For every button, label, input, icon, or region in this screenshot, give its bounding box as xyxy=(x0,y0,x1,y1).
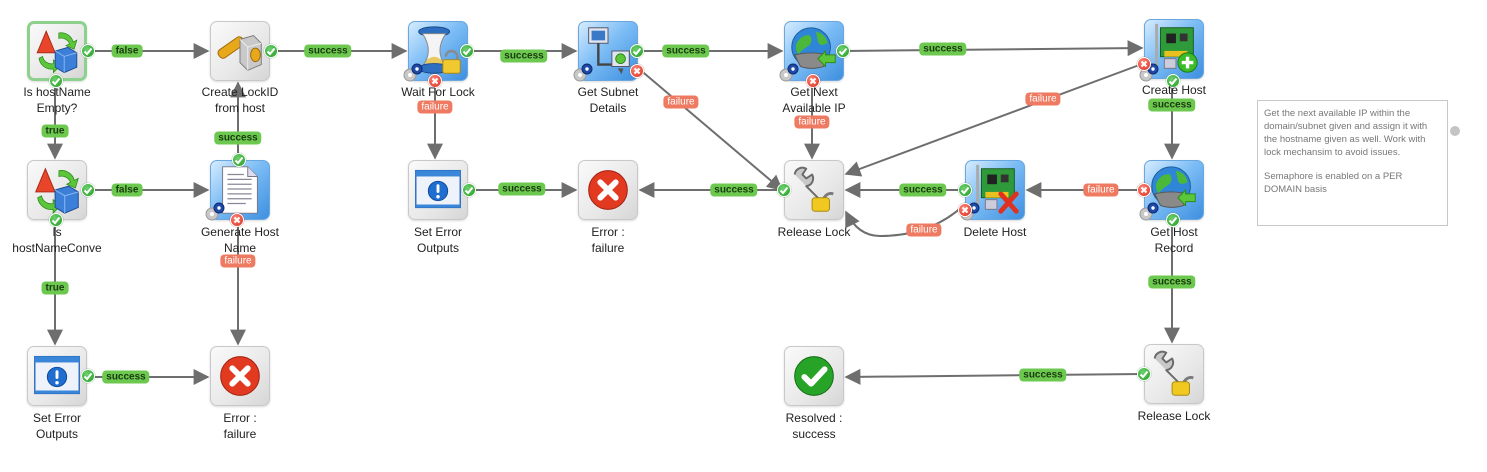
workflow-node-condition[interactable] xyxy=(27,160,87,220)
node-label: Release Lock xyxy=(777,225,851,239)
note-paragraph-2: Semaphore is enabled on a PER DOMAIN bas… xyxy=(1264,171,1403,195)
note-connector-handle[interactable] xyxy=(1450,126,1460,136)
workflow-node-error-output[interactable] xyxy=(408,160,468,220)
edge-label-success[interactable]: success xyxy=(214,131,262,145)
success-port-check-icon[interactable] xyxy=(81,44,95,58)
edge-label-true[interactable]: true xyxy=(41,281,69,295)
workflow-node-globe[interactable] xyxy=(784,21,844,81)
failure-port-x-icon[interactable] xyxy=(1137,57,1151,71)
gear-icon[interactable] xyxy=(778,61,800,83)
success-port-check-icon[interactable] xyxy=(81,183,95,197)
gear-icon[interactable] xyxy=(1138,200,1160,222)
failure-port-x-icon[interactable] xyxy=(630,64,644,78)
edge-label-success[interactable]: success xyxy=(710,183,758,197)
edge-label-success[interactable]: success xyxy=(1148,275,1196,289)
edge-success[interactable] xyxy=(843,40,1144,57)
workflow-node-nic-delete[interactable] xyxy=(965,160,1025,220)
gear-icon[interactable] xyxy=(402,61,424,83)
note-paragraph-1: Get the next available IP within the dom… xyxy=(1264,108,1428,158)
node-label: Create Host xyxy=(1141,83,1207,97)
edge-label-failure[interactable]: failure xyxy=(663,95,699,109)
workflow-node-condition[interactable] xyxy=(27,21,87,81)
edge-label-true[interactable]: true xyxy=(41,124,69,138)
edge-label-success[interactable]: success xyxy=(919,42,967,56)
edge-label-false[interactable]: false xyxy=(111,44,143,58)
edge-failure[interactable] xyxy=(845,205,964,238)
node-label: Resolved :success xyxy=(785,411,843,441)
success-port-check-icon[interactable] xyxy=(49,213,63,227)
edge-label-failure[interactable]: failure xyxy=(220,254,256,268)
workflow-node-error-end[interactable] xyxy=(210,346,270,406)
success-port-check-icon[interactable] xyxy=(462,183,476,197)
edge-label-success[interactable]: success xyxy=(304,44,352,58)
edge-label-success[interactable]: success xyxy=(102,370,150,384)
workflow-node-error-end[interactable] xyxy=(578,160,638,220)
workflow-node-success-end[interactable] xyxy=(784,346,844,406)
failure-port-x-icon[interactable] xyxy=(428,74,442,88)
success-port-check-icon[interactable] xyxy=(630,44,644,58)
workflow-node-release-lock[interactable] xyxy=(1144,344,1204,404)
node-label: Error :failure xyxy=(223,411,257,441)
success-port-check-icon[interactable] xyxy=(460,44,474,58)
success-port-check-icon[interactable] xyxy=(81,369,95,383)
workflow-node-script[interactable] xyxy=(210,21,270,81)
failure-port-x-icon[interactable] xyxy=(806,74,820,88)
edge-label-failure[interactable]: failure xyxy=(906,223,942,237)
edge-failure[interactable] xyxy=(637,67,784,192)
workflow-node-error-output[interactable] xyxy=(27,346,87,406)
node-label: Release Lock xyxy=(1137,409,1211,423)
gear-icon[interactable] xyxy=(204,200,226,222)
edge-label-success[interactable]: success xyxy=(500,49,548,63)
workflow-node-release-lock[interactable] xyxy=(784,160,844,220)
success-port-check-icon[interactable] xyxy=(1166,74,1180,88)
edge-label-failure[interactable]: failure xyxy=(1025,92,1061,106)
success-port-check-icon[interactable] xyxy=(232,153,246,167)
edge-label-success[interactable]: success xyxy=(1148,98,1196,112)
success-port-check-icon[interactable] xyxy=(777,183,791,197)
failure-port-x-icon[interactable] xyxy=(230,213,244,227)
edge-label-failure[interactable]: failure xyxy=(794,115,830,129)
edge-label-false[interactable]: false xyxy=(111,183,143,197)
success-port-check-icon[interactable] xyxy=(1166,213,1180,227)
workflow-node-document[interactable] xyxy=(210,160,270,220)
success-port-check-icon[interactable] xyxy=(264,44,278,58)
success-port-check-icon[interactable] xyxy=(958,183,972,197)
node-label: Delete Host xyxy=(963,225,1027,239)
edge-label-success[interactable]: success xyxy=(899,183,947,197)
failure-port-x-icon[interactable] xyxy=(1137,183,1151,197)
edge-label-failure[interactable]: failure xyxy=(1083,183,1119,197)
edge-success[interactable] xyxy=(844,368,1143,385)
failure-port-x-icon[interactable] xyxy=(958,203,972,217)
gear-icon[interactable] xyxy=(572,61,594,83)
edge-label-failure[interactable]: failure xyxy=(417,100,453,114)
edge-failure[interactable] xyxy=(844,63,1143,177)
node-label: Wait For Lock xyxy=(401,85,475,99)
success-port-check-icon[interactable] xyxy=(836,44,850,58)
success-port-check-icon[interactable] xyxy=(49,74,63,88)
annotation-note[interactable]: Get the next available IP within the dom… xyxy=(1257,100,1448,226)
node-label: Error :failure xyxy=(591,225,625,255)
edge-label-success[interactable]: success xyxy=(1019,368,1067,382)
success-port-check-icon[interactable] xyxy=(1137,367,1151,381)
edge-label-success[interactable]: success xyxy=(498,182,546,196)
edge-label-success[interactable]: success xyxy=(662,44,710,58)
